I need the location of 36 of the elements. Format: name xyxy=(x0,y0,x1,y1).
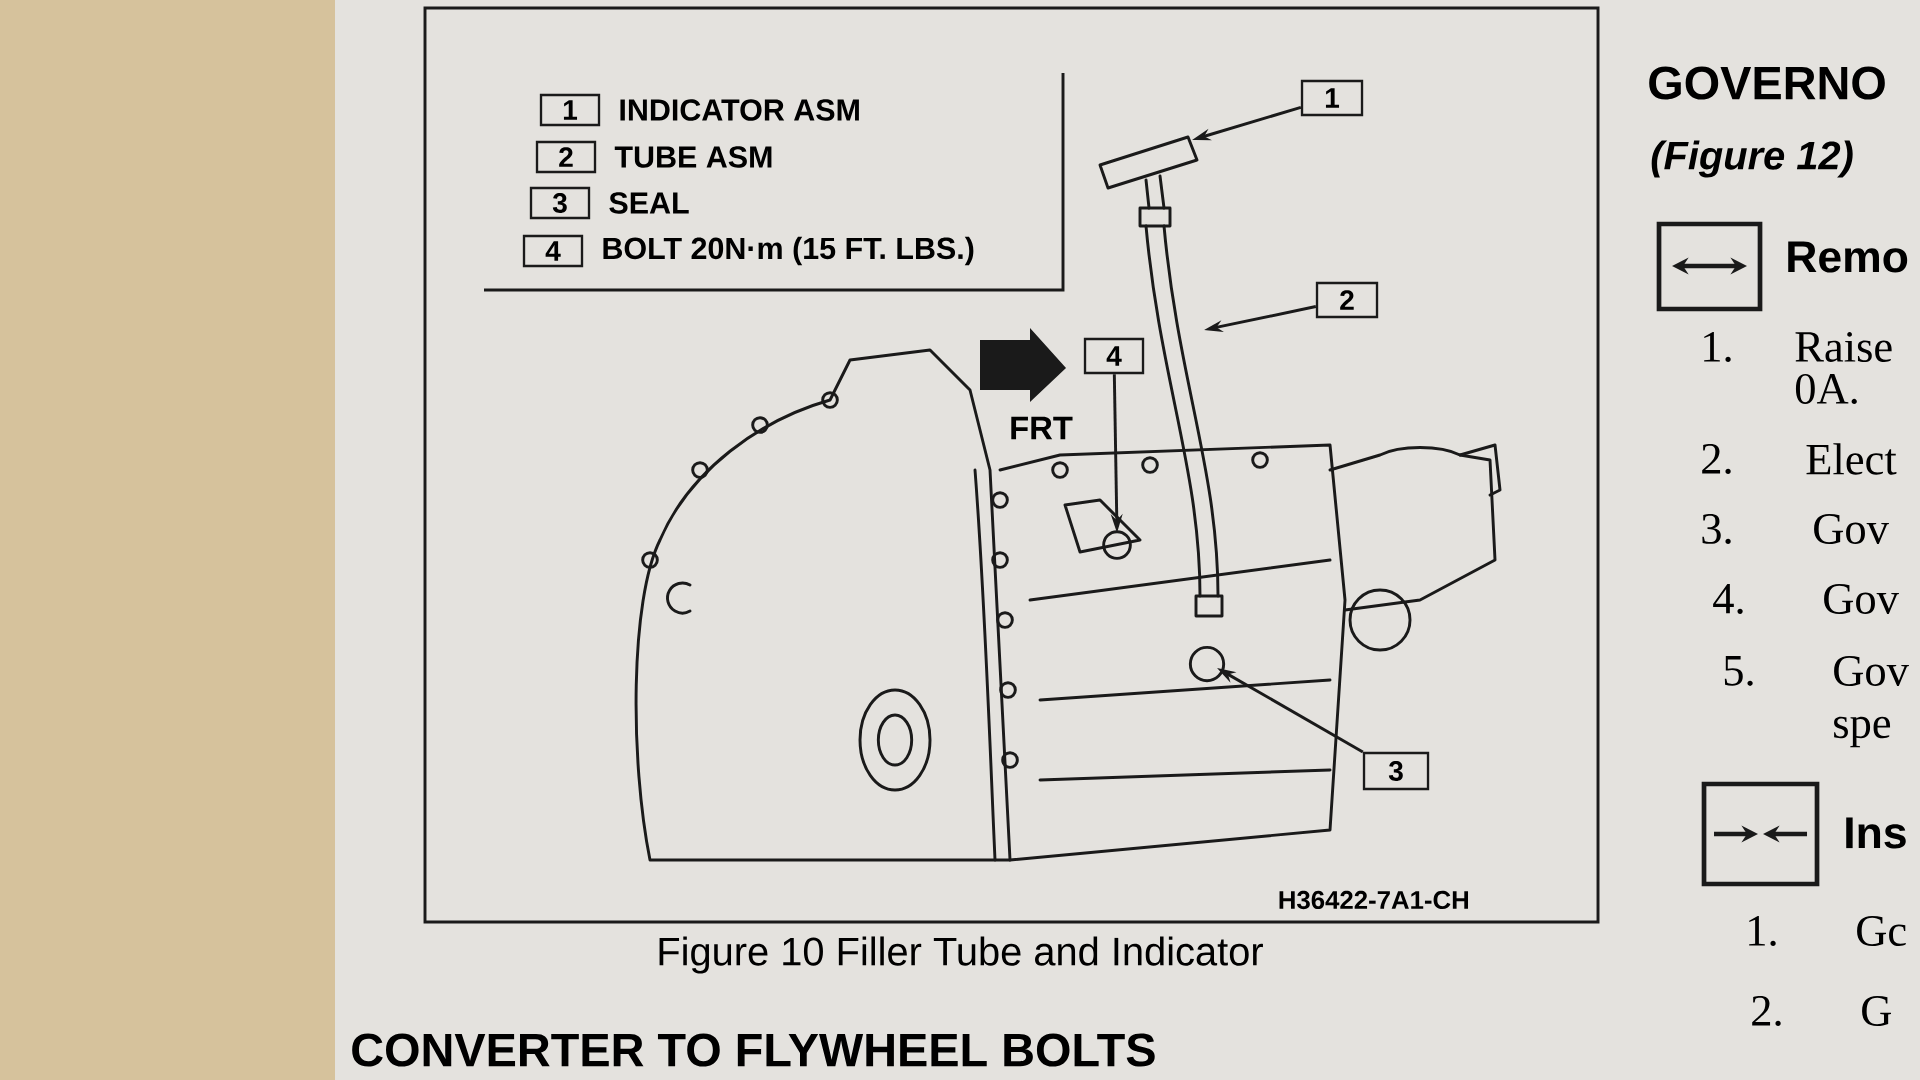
figure-reference: (Figure 12) xyxy=(1651,140,1853,178)
step-text: 0A. xyxy=(1795,373,1857,405)
step-text: G xyxy=(1862,996,1891,1026)
callout-number: 1 xyxy=(1300,79,1364,117)
step-number: 2. xyxy=(1702,443,1731,475)
step-text: spe xyxy=(1834,716,1891,748)
step-text: Elect xyxy=(1806,443,1897,475)
part-name: SEAL xyxy=(609,192,689,214)
step-number: 1. xyxy=(1704,332,1731,362)
part-name: TUBE ASM xyxy=(614,146,772,168)
callout-number: 3 xyxy=(529,186,591,220)
callout-number: 2 xyxy=(1315,281,1379,319)
step-number: 3. xyxy=(1702,513,1731,545)
callout-number: 2 xyxy=(535,140,597,174)
section-heading: CONVERTER TO FLYWHEEL BOLTS xyxy=(352,1033,1155,1067)
callout-number: 3 xyxy=(1362,751,1430,791)
step-text: Raise xyxy=(1795,332,1892,362)
step-heading: Ins xyxy=(1846,817,1906,849)
callout-number: 4 xyxy=(1083,337,1145,375)
step-text: Gov xyxy=(1834,656,1909,686)
step-number: 4. xyxy=(1713,584,1743,614)
direction-label: FRT xyxy=(1011,416,1073,440)
step-number: 2. xyxy=(1752,995,1781,1027)
section-heading: GOVERNO xyxy=(1649,66,1885,100)
callout-number: 4 xyxy=(522,234,584,268)
step-text: Gc xyxy=(1857,916,1906,946)
figure-caption: Figure 10 Filler Tube and Indicator xyxy=(659,936,1263,974)
part-name: BOLT 20N·m (15 FT. LBS.) xyxy=(603,236,974,266)
step-number: 1. xyxy=(1749,916,1776,946)
part-name: INDICATOR ASM xyxy=(620,99,859,121)
step-heading: Remo xyxy=(1788,241,1908,273)
step-text: Gov xyxy=(1824,584,1899,614)
step-number: 5. xyxy=(1724,656,1753,686)
callout-number: 1 xyxy=(539,93,601,127)
figure-code: H36422-7A1-CH xyxy=(1279,890,1468,910)
step-text: Gov xyxy=(1814,514,1889,544)
